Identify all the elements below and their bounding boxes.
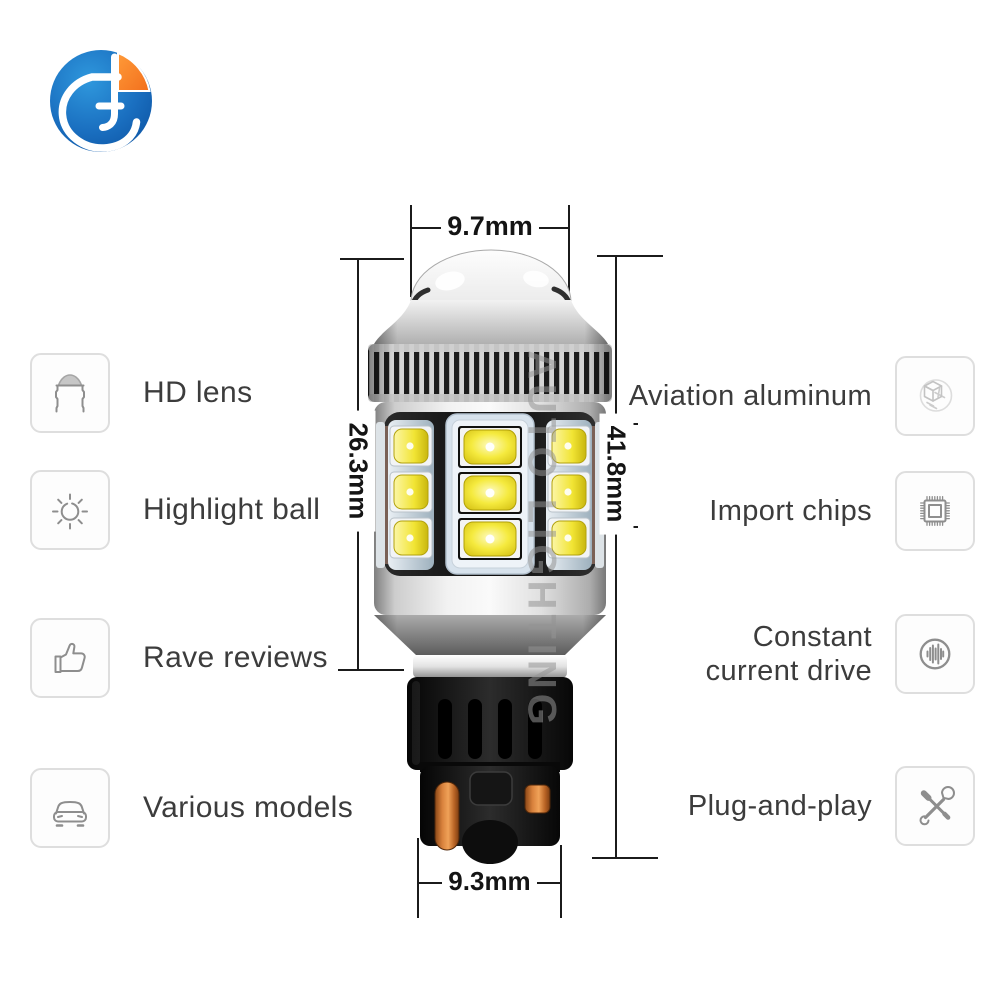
led-column-right	[546, 420, 592, 570]
feature-highlight-ball: Highlight ball	[30, 470, 320, 550]
led-column-center	[445, 413, 535, 575]
led-column-left	[388, 420, 434, 570]
brand-logo	[50, 50, 152, 152]
dim-line-bottom-right-tick	[560, 845, 562, 918]
feature-label: HD lens	[143, 376, 253, 409]
feature-label: Plug-and-play	[687, 789, 872, 822]
dim-label-body-height: 26.3mm	[341, 410, 376, 532]
chip-icon	[895, 471, 975, 551]
feature-various-models: Various models	[30, 768, 353, 848]
bulb-lower-cone	[374, 615, 606, 678]
feature-rave-reviews: Rave reviews	[30, 618, 328, 698]
copper-contact-right	[524, 784, 551, 814]
dim-line-top-right-tick	[568, 205, 570, 297]
dim-line-right	[615, 255, 617, 858]
dim-label-base-width: 9.3mm	[418, 865, 561, 899]
dim-line-bottom-left-tick	[417, 838, 419, 918]
feature-constant-current-drive: Constant current drive	[672, 614, 975, 694]
dim-line-right-bottom-tick	[592, 857, 658, 859]
feature-label: Constant current drive	[705, 620, 872, 687]
machined-aluminum-icon	[895, 356, 975, 436]
led-bulb-image	[368, 249, 612, 864]
feature-label: Various models	[143, 791, 354, 824]
crossed-tools-icon	[895, 766, 975, 846]
bulb-base	[407, 677, 573, 864]
feature-plug-and-play: Plug-and-play	[688, 766, 975, 846]
dim-label-lens-width: 9.7mm	[411, 210, 569, 244]
copper-contact-left	[434, 781, 460, 851]
feature-label: Import chips	[709, 494, 872, 527]
feature-label: Aviation aluminum	[628, 379, 872, 412]
bulb-lens-icon	[30, 353, 110, 433]
sun-icon	[30, 470, 110, 550]
feature-aviation-aluminum: Aviation aluminum	[629, 356, 975, 436]
thumbs-up-icon	[30, 618, 110, 698]
dim-label-overall-height: 41.8mm	[599, 413, 634, 535]
feature-label: Rave reviews	[143, 641, 328, 674]
dim-line-left-top-tick	[340, 258, 404, 260]
waveform-icon	[895, 614, 975, 694]
bulb-knurl-ring	[368, 344, 612, 402]
feature-import-chips: Import chips	[709, 471, 975, 551]
dim-line-top-left-tick	[410, 205, 412, 297]
brand-watermark: AUTO LIGHTING	[519, 350, 564, 730]
car-icon	[30, 768, 110, 848]
bulb-shoulder	[374, 300, 608, 344]
feature-hd-lens: HD lens	[30, 353, 253, 433]
dim-line-left-bottom-tick	[338, 669, 404, 671]
dim-line-right-top-tick	[597, 255, 663, 257]
feature-label: Highlight ball	[143, 493, 321, 526]
